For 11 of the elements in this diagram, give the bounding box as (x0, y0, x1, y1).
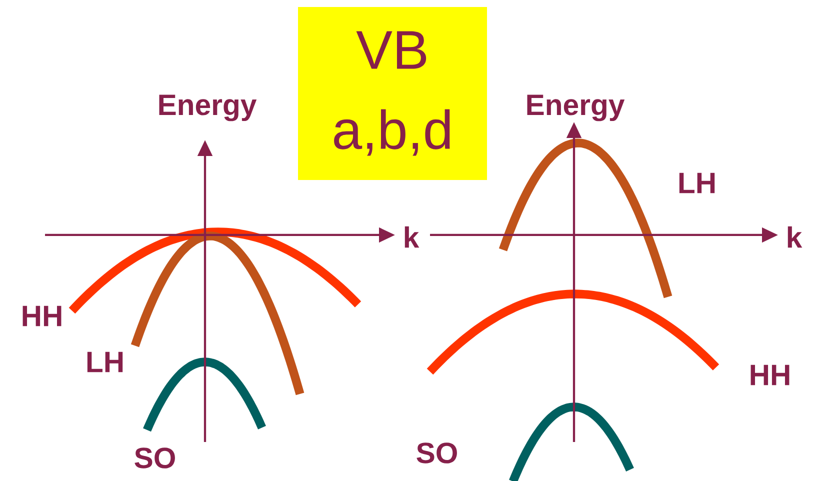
axis-label: HH (22, 306, 62, 326)
axis-label: Energy (159, 94, 257, 122)
axis-label: LH (679, 172, 715, 194)
axis-label: SO (416, 442, 457, 464)
axis-label: SO (134, 448, 175, 468)
axis-label: Energy (527, 94, 625, 122)
axis-label: k (788, 226, 802, 248)
axis-label: HH (750, 364, 790, 386)
title-box: VB a,b,d (298, 7, 487, 180)
axis-label: LH (87, 352, 123, 372)
axis-label: k (404, 226, 420, 248)
